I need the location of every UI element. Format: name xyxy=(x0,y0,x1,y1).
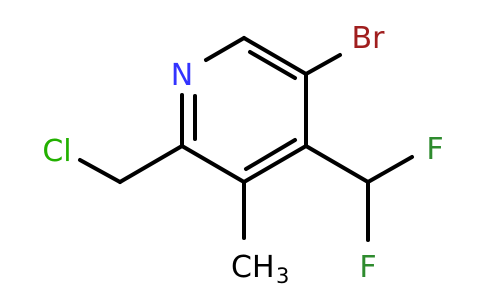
atom-label-n: N xyxy=(171,58,193,93)
bond-c4-c3-inner xyxy=(244,138,297,171)
bond-c6-c5-inner xyxy=(248,50,297,80)
atom-label-cl: Cl xyxy=(42,134,71,169)
bond-c6-c5 xyxy=(242,36,308,76)
methyl-label-main: CH xyxy=(231,250,275,285)
bond-c3-c2 xyxy=(180,144,246,184)
bond-c4-chf2 xyxy=(304,144,370,184)
atom-label-br: Br xyxy=(352,21,386,56)
atom-label-methyl: CH 3 xyxy=(231,250,289,288)
bond-c4-c3 xyxy=(242,144,308,184)
methyl-label-subscript: 3 xyxy=(276,264,289,288)
atom-label-f1: F xyxy=(426,132,443,167)
bond-chf2-f1 xyxy=(366,155,414,184)
bond-ch2-cl xyxy=(78,158,122,184)
bond-c2-ch2 xyxy=(118,144,184,184)
bond-c5-br xyxy=(304,53,342,76)
bond-n-c6 xyxy=(204,36,246,62)
atom-label-f2: F xyxy=(359,250,376,285)
